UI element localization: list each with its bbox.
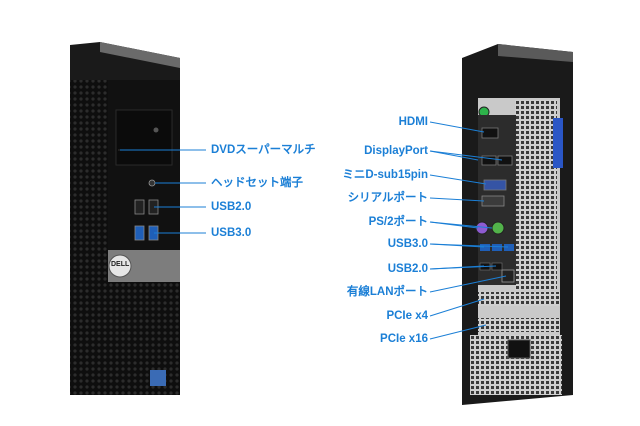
label-pcie-x4: PCIe x4: [386, 310, 428, 322]
label-rear-usb3: USB3.0: [387, 238, 428, 250]
front-leader-lines: [120, 149, 206, 234]
front-tower: [70, 42, 180, 395]
rear-tower: [462, 44, 573, 405]
label-serial-port: シリアルポート: [347, 192, 428, 204]
label-dvd-drive: DVDスーパーマルチ: [211, 144, 316, 156]
label-displayport: DisplayPort: [364, 145, 428, 157]
dell-logo-text: DELL: [111, 261, 130, 268]
label-lan-port: 有線LANポート: [346, 286, 428, 298]
label-mini-dsub: ミニD-sub15pin: [342, 169, 428, 181]
label-rear-usb2: USB2.0: [387, 263, 428, 275]
label-pcie-x16: PCIe x16: [380, 333, 428, 345]
label-headset-jack: ヘッドセット端子: [211, 177, 303, 189]
label-front-usb3: USB3.0: [211, 227, 252, 239]
dell-logo: DELL: [111, 261, 129, 268]
label-front-usb2: USB2.0: [211, 201, 252, 213]
rear-leader-lines: [429, 121, 509, 340]
label-ps2-port: PS/2ポート: [368, 216, 428, 228]
label-hdmi: HDMI: [398, 116, 428, 128]
